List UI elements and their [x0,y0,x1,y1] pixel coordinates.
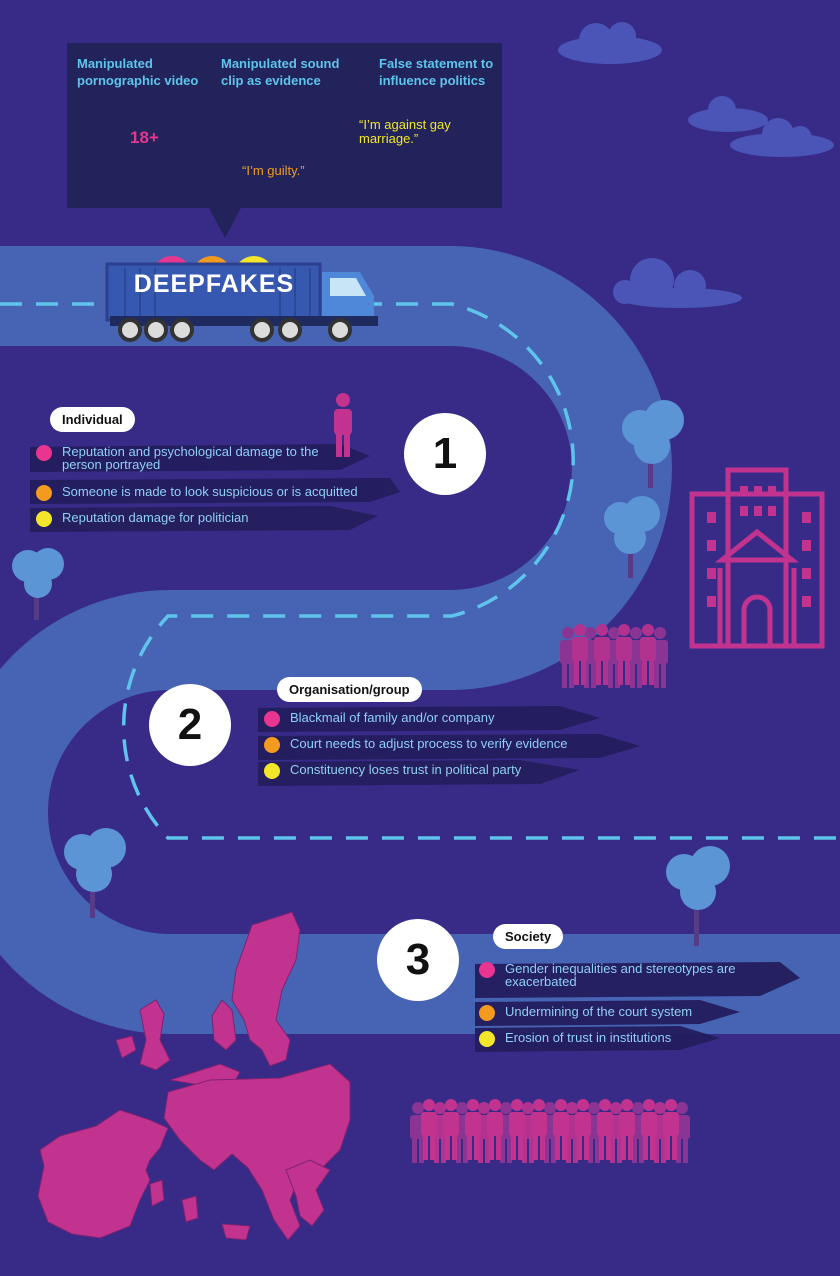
orange-dot-icon [36,485,52,501]
orange-dot-icon [479,1005,495,1021]
section-number-1: 1 [404,413,486,495]
section-title-organisation: Organisation/group [277,677,422,702]
europe-map-icon [37,911,351,1241]
section-number-3: 3 [377,919,459,1001]
pink-dot-icon [36,445,52,461]
deepfake-examples-callout [67,43,502,208]
road [0,246,840,1034]
tree-icon [604,496,660,578]
list-item: Reputation damage for politician [36,511,356,527]
list-item: Erosion of trust in institutions [479,1031,809,1047]
road-dashes [0,302,840,840]
yellow-dot-icon [264,763,280,779]
cloud-icon [688,96,834,157]
tree-icon [622,400,684,488]
pink-dot-icon [479,962,495,978]
age-rating-badge: 18+ [130,128,159,147]
tree-icon [64,828,126,918]
pink-dot-icon [264,711,280,727]
tree-icon [666,846,730,946]
yellow-dot-icon [479,1031,495,1047]
cloud-icon [613,258,742,308]
politics-quote: “I’m against gay marriage.” [359,117,451,146]
government-building-icon [689,467,825,649]
crowd-icon [410,1099,690,1163]
section-number-2: 2 [149,684,231,766]
section-title-individual: Individual [50,407,135,432]
list-item: Undermining of the court system [479,1005,809,1021]
brush-strokes [30,444,800,1052]
building-windows [707,486,811,607]
example-title-video: Manipulated pornographic video [77,56,199,88]
truck-label: DEEPFAKES [133,270,295,298]
cloud-icon [558,22,662,64]
example-title-sound: Manipulated sound clip as evidence [221,56,340,88]
orange-dot-icon [264,737,280,753]
list-item: Court needs to adjust process to verify … [264,737,644,753]
tree-icon [12,548,64,620]
callout-pointer [208,206,242,238]
yellow-dot-icon [36,511,52,527]
sound-quote: “I’m guilty.” [242,163,305,178]
list-item: Reputation and psychological damage to t… [36,445,336,471]
group-of-people-icon [560,624,668,688]
person-icon [334,393,352,457]
section-title-society: Society [493,924,564,949]
list-item: Constituency loses trust in political pa… [264,763,594,779]
truck-icon [105,262,378,342]
list-item: Blackmail of family and/or company [264,711,594,727]
list-item: Gender inequalities and stereotypes are … [479,962,779,988]
example-title-politics: False statement to influence politics [379,56,494,88]
list-item: Someone is made to look suspicious or is… [36,485,416,501]
